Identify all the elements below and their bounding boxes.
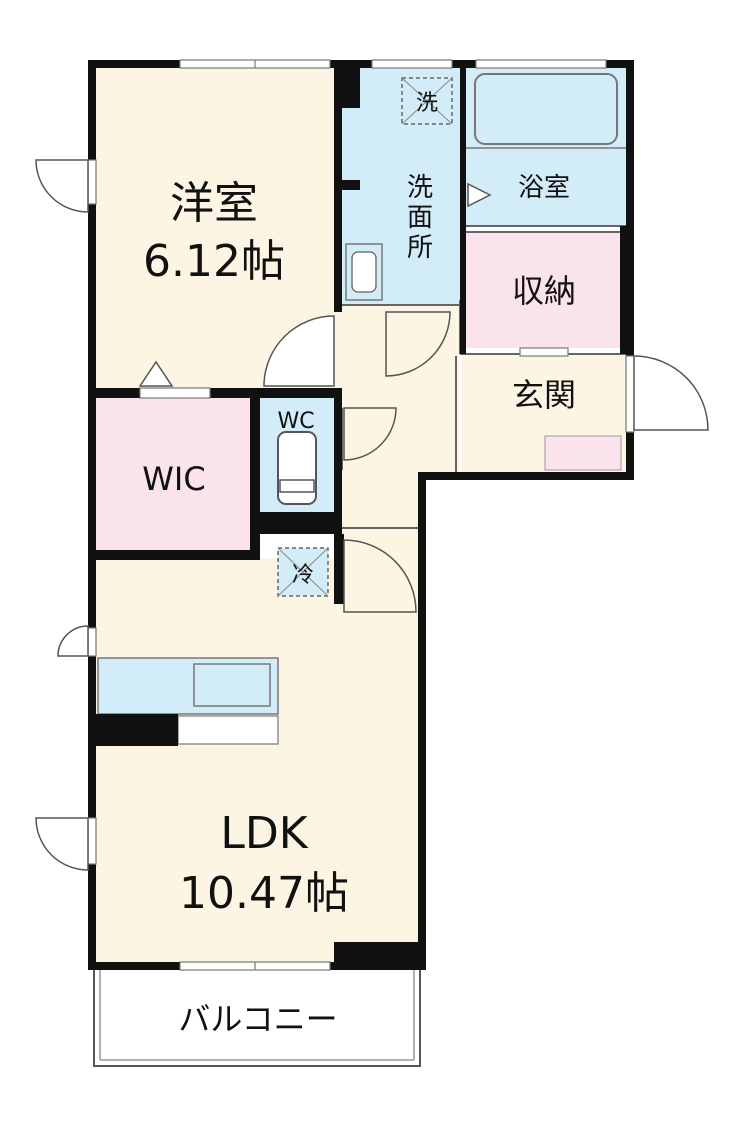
door-swing-left-mid-arc xyxy=(57,625,89,657)
storage-room xyxy=(466,232,626,348)
window-left-lower xyxy=(87,817,97,865)
door-swing-wc xyxy=(343,407,397,461)
markers xyxy=(138,182,492,387)
door-swing-washroom xyxy=(385,311,451,377)
entrance-step xyxy=(544,435,622,471)
ldk-name: LDK xyxy=(220,808,308,859)
entrance-label: 玄関 xyxy=(512,376,576,414)
window-bath xyxy=(475,59,607,69)
balcony-label: バルコニー xyxy=(178,1000,337,1038)
door-marker-wic xyxy=(138,360,174,387)
washroom-char-3: 所 xyxy=(407,233,433,263)
entrance-door-frame xyxy=(625,355,635,433)
door-swing-ldk xyxy=(343,539,417,613)
wic-label: WIC xyxy=(142,460,205,498)
fridge-space xyxy=(277,547,329,597)
labels: 洋室 6.12帖 WIC WC 洗 面 所 浴室 収納 玄関 洗 冷 LDK 1… xyxy=(142,91,576,1038)
door-opening-wic xyxy=(139,387,211,399)
wic-room xyxy=(96,398,250,550)
door-marker-bath xyxy=(467,182,492,208)
washer-symbol: 洗 xyxy=(416,91,438,116)
washroom-char-1: 洗 xyxy=(407,173,433,203)
door-swing-entrance xyxy=(633,355,709,431)
bathtub xyxy=(474,73,618,145)
ldk-room xyxy=(96,558,418,962)
balcony xyxy=(93,967,421,1067)
window-left-upper xyxy=(87,159,97,205)
fixtures xyxy=(97,73,626,745)
storage-label: 収納 xyxy=(512,272,576,310)
door-swing-left-upper xyxy=(35,159,89,213)
door-swing-western xyxy=(263,315,335,387)
washroom-char-2: 面 xyxy=(407,203,433,233)
western-room-name: 洋室 xyxy=(170,178,258,229)
window-washroom xyxy=(371,59,453,69)
fridge-symbol: 冷 xyxy=(292,563,314,588)
wc-label: WC xyxy=(277,409,314,434)
door-opening-storage xyxy=(519,347,569,357)
toilet-icon xyxy=(277,431,317,505)
western-room-size: 6.12帖 xyxy=(143,236,285,287)
door-swings xyxy=(35,159,709,871)
washer-space xyxy=(401,77,453,125)
kitchen-counter xyxy=(97,657,279,745)
door-swing-left-lower xyxy=(35,817,89,871)
ldk-size: 10.47帖 xyxy=(179,868,349,919)
bath-label: 浴室 xyxy=(518,173,570,203)
window-left-mid xyxy=(87,627,97,657)
